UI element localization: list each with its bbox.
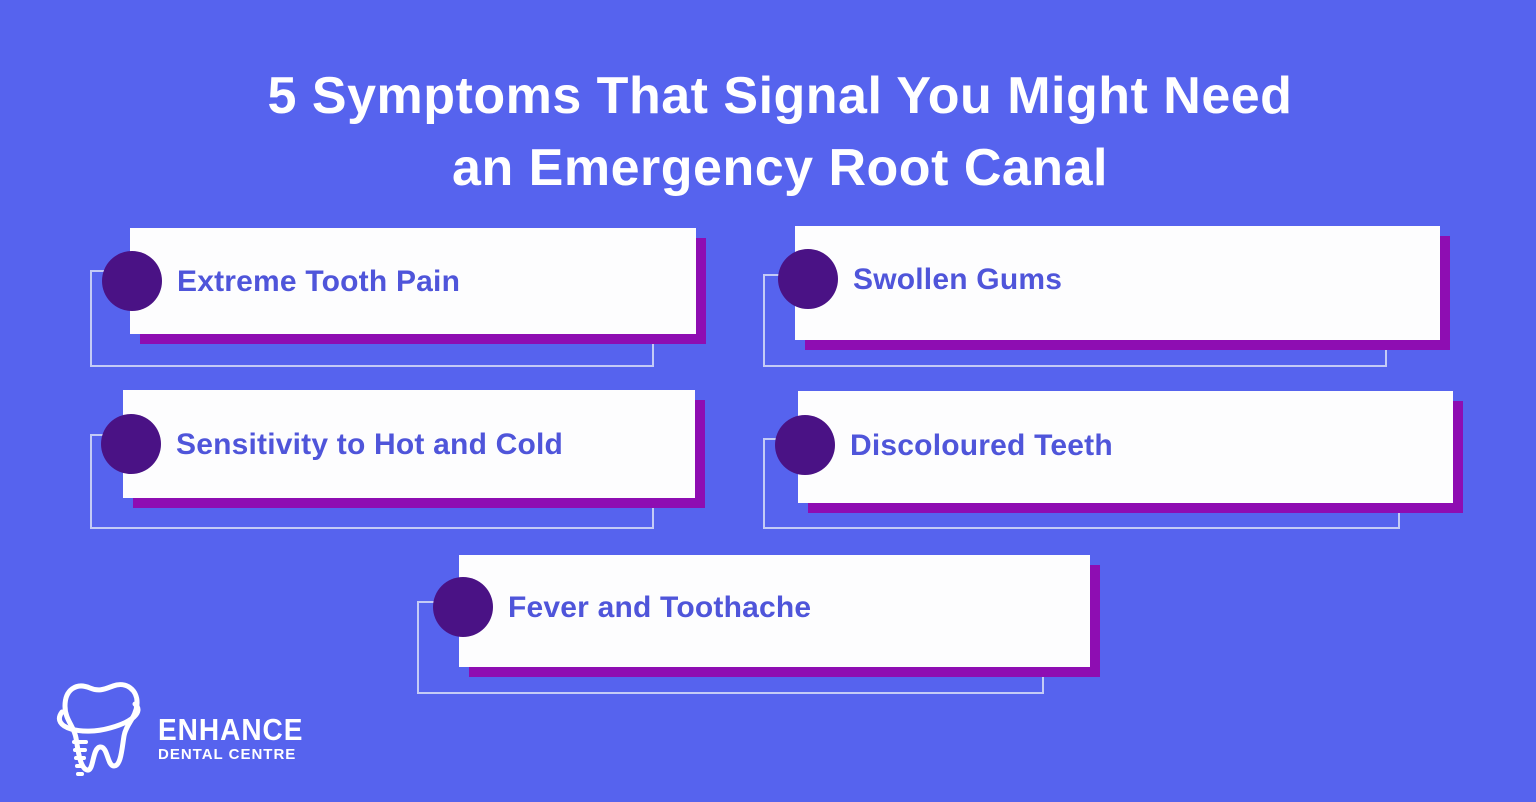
symptom-bullet-icon	[775, 415, 835, 475]
symptom-label: Sensitivity to Hot and Cold	[176, 428, 564, 461]
page-title-line1: 5 Symptoms That Signal You Might Need	[267, 67, 1293, 125]
symptom-card-fever-toothache	[459, 555, 1090, 667]
symptom-label: Fever and Toothache	[508, 591, 812, 624]
page-title: 5 Symptoms That Signal You Might Need an…	[0, 60, 1536, 204]
symptom-bullet-icon	[101, 414, 161, 474]
symptom-card-swollen-gums	[795, 226, 1440, 340]
symptom-card-sensitivity-hot-cold	[123, 390, 695, 498]
symptom-label: Discoloured Teeth	[850, 429, 1113, 462]
symptom-label: Extreme Tooth Pain	[177, 265, 461, 298]
tooth-icon	[52, 676, 152, 780]
brand-tagline: DENTAL CENTRE	[158, 746, 297, 763]
brand-logo: ENHANCE DENTAL CENTRE	[52, 676, 303, 780]
symptom-card-discoloured-teeth	[798, 391, 1453, 503]
brand-name: ENHANCE	[158, 712, 304, 747]
symptom-label: Swollen Gums	[853, 263, 1063, 296]
page-title-line2: an Emergency Root Canal	[452, 139, 1108, 197]
brand-logo-text: ENHANCE DENTAL CENTRE	[158, 712, 304, 763]
symptom-bullet-icon	[102, 251, 162, 311]
symptom-bullet-icon	[778, 249, 838, 309]
symptom-bullet-icon	[433, 577, 493, 637]
symptom-card-extreme-tooth-pain	[130, 228, 696, 334]
